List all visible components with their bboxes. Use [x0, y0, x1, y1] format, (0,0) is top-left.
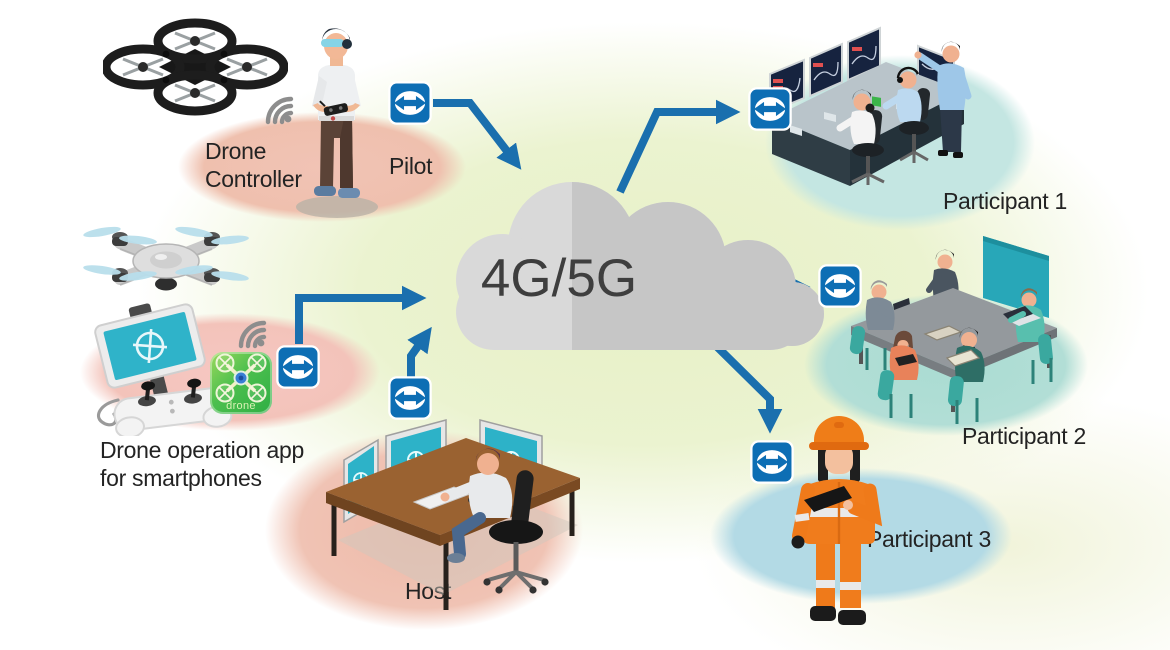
wifi-signal-icon [226, 308, 270, 352]
pilot-label: Pilot [389, 153, 433, 179]
p2-person-front-left [877, 330, 919, 418]
drone-controller-label: Drone Controller [205, 138, 302, 192]
p1-standing-supervisor [914, 41, 972, 158]
teamviewer-icon [388, 81, 432, 125]
p1-operator-2 [882, 66, 931, 163]
teamviewer-icon [750, 440, 794, 484]
drone-app-icon: drone [210, 352, 272, 414]
participant2-meeting-room-illustration [849, 236, 1057, 424]
host-chair [483, 470, 549, 594]
teamviewer-icon [276, 345, 320, 389]
smartphone-controller-illustration [94, 303, 233, 436]
p2-person-left [849, 280, 895, 370]
participant3-worker-illustration [791, 416, 883, 625]
host-workstation-illustration [326, 419, 580, 610]
pilot-illustration [296, 28, 378, 218]
smartphone-app-label: Drone operation app for smartphones [100, 437, 305, 491]
teamviewer-icon [748, 87, 792, 131]
cloud-network-label: 4G/5G [481, 249, 637, 308]
wifi-signal-icon [253, 84, 297, 128]
network-cloud: 4G/5G [456, 182, 824, 350]
participant2-label: Participant 2 [962, 423, 1086, 449]
p1-operator-1 [836, 89, 885, 185]
participant1-control-room-illustration [769, 26, 972, 186]
drone-app-label: drone [226, 400, 256, 412]
p2-person-front-center [945, 327, 985, 424]
p2-person-right [1003, 288, 1053, 384]
white-drone-illustration [83, 226, 249, 291]
teamviewer-icon [818, 264, 862, 308]
participant3-label: Participant 3 [867, 526, 991, 552]
participant1-label: Participant 1 [943, 188, 1067, 214]
teamviewer-icon [388, 376, 432, 420]
host-person [440, 448, 513, 563]
black-drone-illustration [103, 18, 288, 116]
